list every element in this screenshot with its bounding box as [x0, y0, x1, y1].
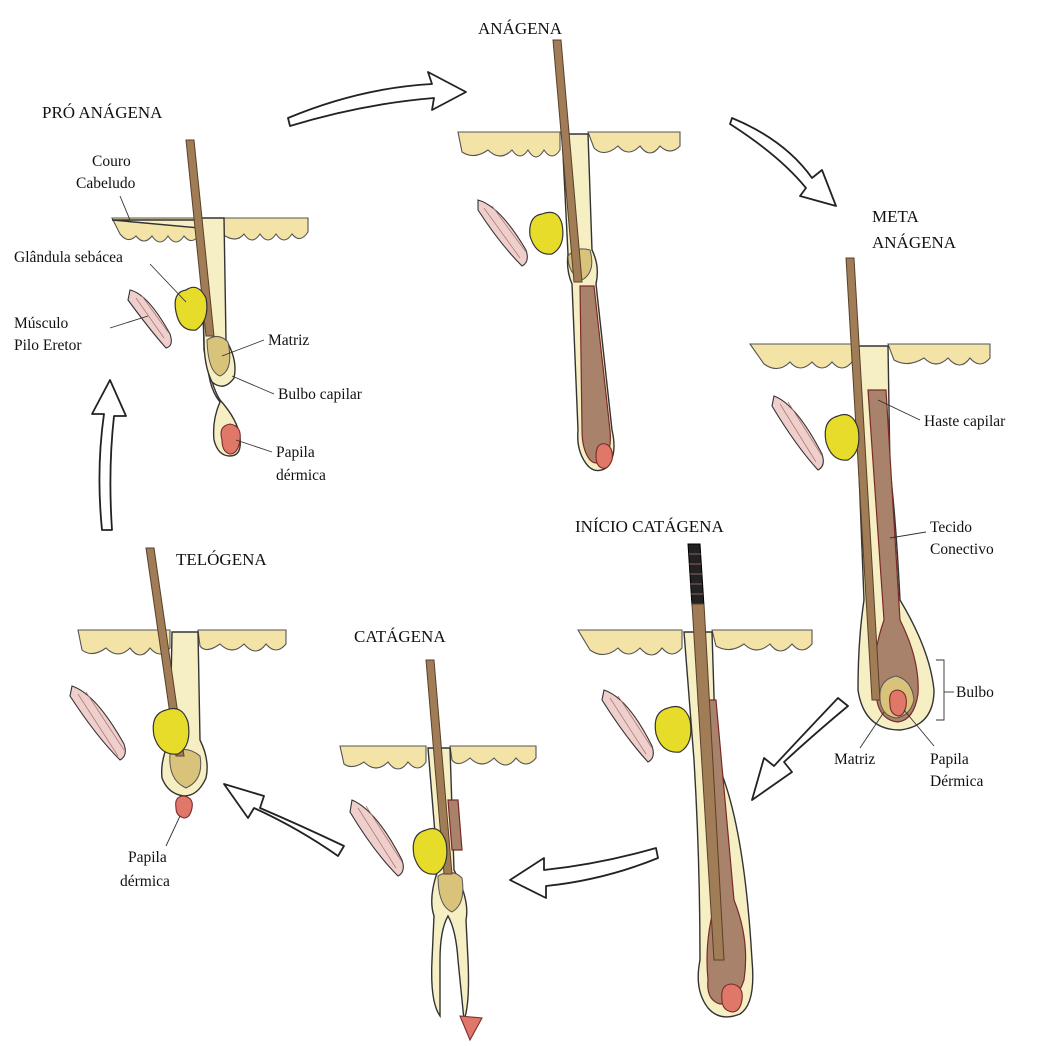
label-bulbo: Bulbo: [956, 684, 994, 701]
label-matriz-meta: Matriz: [834, 751, 875, 768]
arrow-pro-to-anagen: [288, 72, 466, 126]
arrow-catagen-to-telogen: [224, 784, 344, 856]
telogen-follicle: [70, 548, 286, 818]
label-haste-capilar: Haste capilar: [924, 413, 1006, 430]
label-papila-meta: Papila: [930, 751, 969, 768]
label-papila: Papila: [276, 444, 315, 461]
pro-anagen-follicle: [112, 140, 308, 456]
stage-title-pro-anagen: PRÓ ANÁGENA: [42, 103, 163, 122]
label-dermica-meta: Dérmica: [930, 773, 983, 790]
label-cabeludo: Cabeludo: [76, 175, 136, 192]
arrow-meta-to-inicio: [752, 698, 848, 800]
label-musculo: Músculo: [14, 315, 69, 332]
arrow-inicio-to-catagen: [510, 848, 658, 898]
stage-title-anagen: ANÁGENA: [478, 19, 563, 38]
label-tecido: Tecido: [930, 519, 972, 536]
arrow-anagen-to-meta: [730, 118, 836, 206]
label-pilo-eretor: Pilo Eretor: [14, 337, 82, 354]
arrow-telogen-to-pro: [92, 380, 126, 530]
stage-title-meta-anagen-1: META: [872, 207, 920, 226]
label-telogen-papila: Papila: [128, 849, 167, 866]
label-dermica: dérmica: [276, 467, 326, 484]
label-glandula: Glândula sebácea: [14, 249, 123, 266]
label-telogen-dermica: dérmica: [120, 873, 170, 890]
label-conectivo: Conectivo: [930, 541, 994, 558]
stage-title-telogen: TELÓGENA: [176, 550, 267, 569]
anagen-follicle: [458, 40, 680, 471]
stage-title-inicio-catagen: INÍCIO CATÁGENA: [575, 517, 724, 536]
label-matriz: Matriz: [268, 332, 309, 349]
meta-anagen-follicle: [750, 258, 990, 730]
catagen-follicle: [340, 660, 536, 1040]
stage-title-meta-anagen-2: ANÁGENA: [872, 233, 957, 252]
label-bulbo-capilar: Bulbo capilar: [278, 386, 363, 403]
label-couro: Couro: [92, 153, 131, 170]
stage-title-catagen: CATÁGENA: [354, 627, 446, 646]
